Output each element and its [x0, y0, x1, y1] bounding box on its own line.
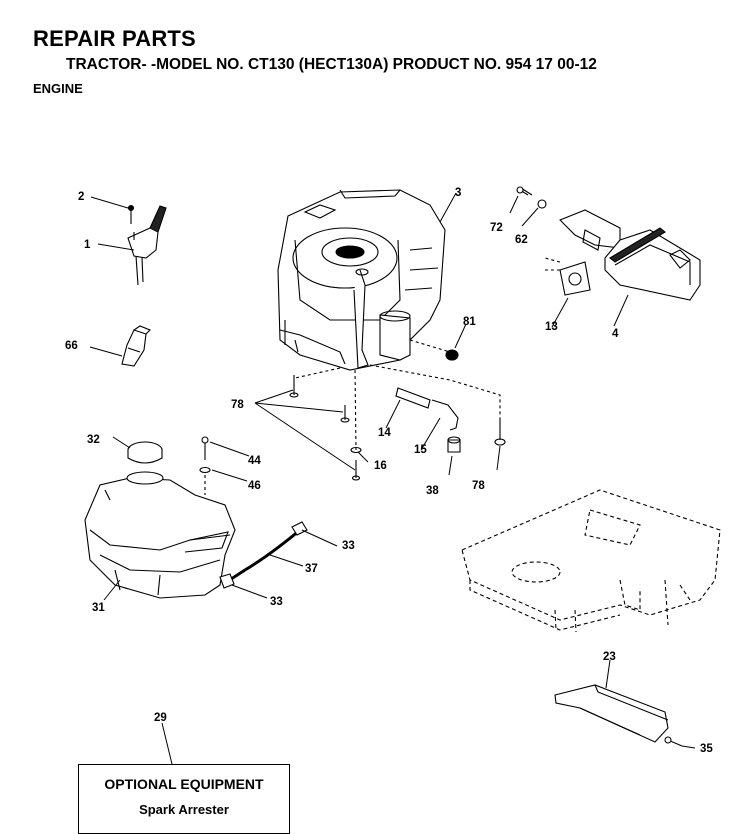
callout-72: 72 — [490, 222, 503, 234]
leader-lines — [89, 192, 696, 765]
callout-33b: 33 — [270, 596, 283, 608]
optional-equipment-item: Spark Arrester — [139, 802, 229, 817]
callout-35: 35 — [700, 743, 713, 755]
tank-screw-part — [199, 436, 211, 495]
callout-38: 38 — [426, 485, 439, 497]
callout-62: 62 — [515, 234, 528, 246]
engine-part — [277, 189, 446, 371]
fuel-cap-part — [127, 441, 163, 464]
section-heading: ENGINE — [33, 81, 83, 96]
muffler-part — [544, 209, 701, 301]
exhaust-bolts-part — [516, 186, 547, 209]
callout-1: 1 — [84, 239, 91, 251]
throttle-control-part — [127, 204, 167, 286]
optional-equipment-box: OPTIONAL EQUIPMENT Spark Arrester — [78, 764, 290, 834]
callout-4: 4 — [612, 328, 619, 340]
callout-78a: 78 — [231, 399, 244, 411]
callout-13: 13 — [545, 321, 558, 333]
callout-44: 44 — [248, 455, 261, 467]
callout-46: 46 — [248, 480, 261, 492]
callout-29: 29 — [154, 712, 167, 724]
callout-33a: 33 — [342, 540, 355, 552]
bracket-part — [121, 325, 151, 367]
callout-32: 32 — [87, 434, 100, 446]
fuel-line-part — [219, 521, 308, 589]
callout-23: 23 — [603, 651, 616, 663]
chassis-frame — [461, 489, 721, 633]
bolts-78-part — [289, 367, 506, 481]
callout-14: 14 — [378, 427, 391, 439]
callout-37: 37 — [305, 563, 318, 575]
optional-equipment-title: OPTIONAL EQUIPMENT — [104, 776, 264, 792]
callout-16: 16 — [374, 460, 387, 472]
heat-shield-part — [554, 684, 683, 747]
callout-2: 2 — [78, 191, 84, 203]
fuel-fittings-part — [369, 339, 501, 453]
callout-15: 15 — [414, 444, 427, 456]
callout-78b: 78 — [472, 480, 485, 492]
fuel-tank-part — [84, 471, 236, 599]
callout-66: 66 — [65, 340, 78, 352]
callout-3: 3 — [455, 187, 461, 199]
model-subtitle: TRACTOR- -MODEL NO. CT130 (HECT130A) PRO… — [66, 56, 597, 73]
page-title: REPAIR PARTS — [33, 26, 196, 51]
callout-31: 31 — [92, 602, 105, 614]
callout-81: 81 — [463, 316, 476, 328]
